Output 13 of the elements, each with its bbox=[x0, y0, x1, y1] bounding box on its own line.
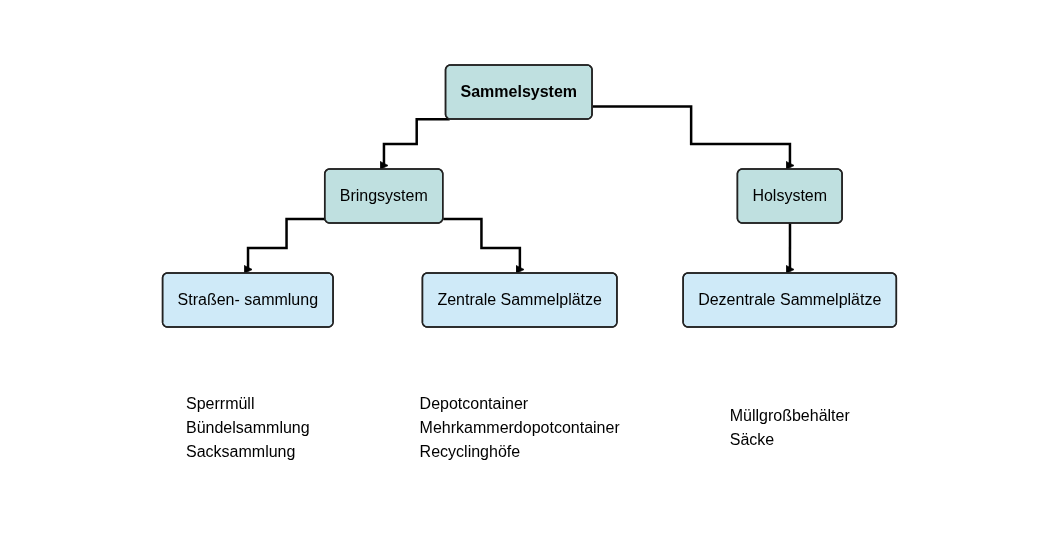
arrow bbox=[592, 104, 795, 170]
node-label: Müllgroßbehälter bbox=[729, 406, 850, 424]
arrow bbox=[243, 217, 326, 274]
node-label: Mehrkammerdopotcontainer bbox=[419, 418, 620, 436]
node-label: Sacksammlung bbox=[185, 442, 296, 460]
node-label: Bündelsammlung bbox=[185, 418, 310, 436]
node-label: Depotcontainer bbox=[419, 394, 528, 412]
node-label: Recyclinghöfe bbox=[419, 442, 520, 460]
node-label: Säcke bbox=[729, 430, 774, 448]
arrow bbox=[785, 221, 795, 274]
arrow bbox=[443, 217, 525, 274]
node-label: Sperrmüll bbox=[185, 394, 255, 412]
arrow bbox=[379, 117, 450, 170]
